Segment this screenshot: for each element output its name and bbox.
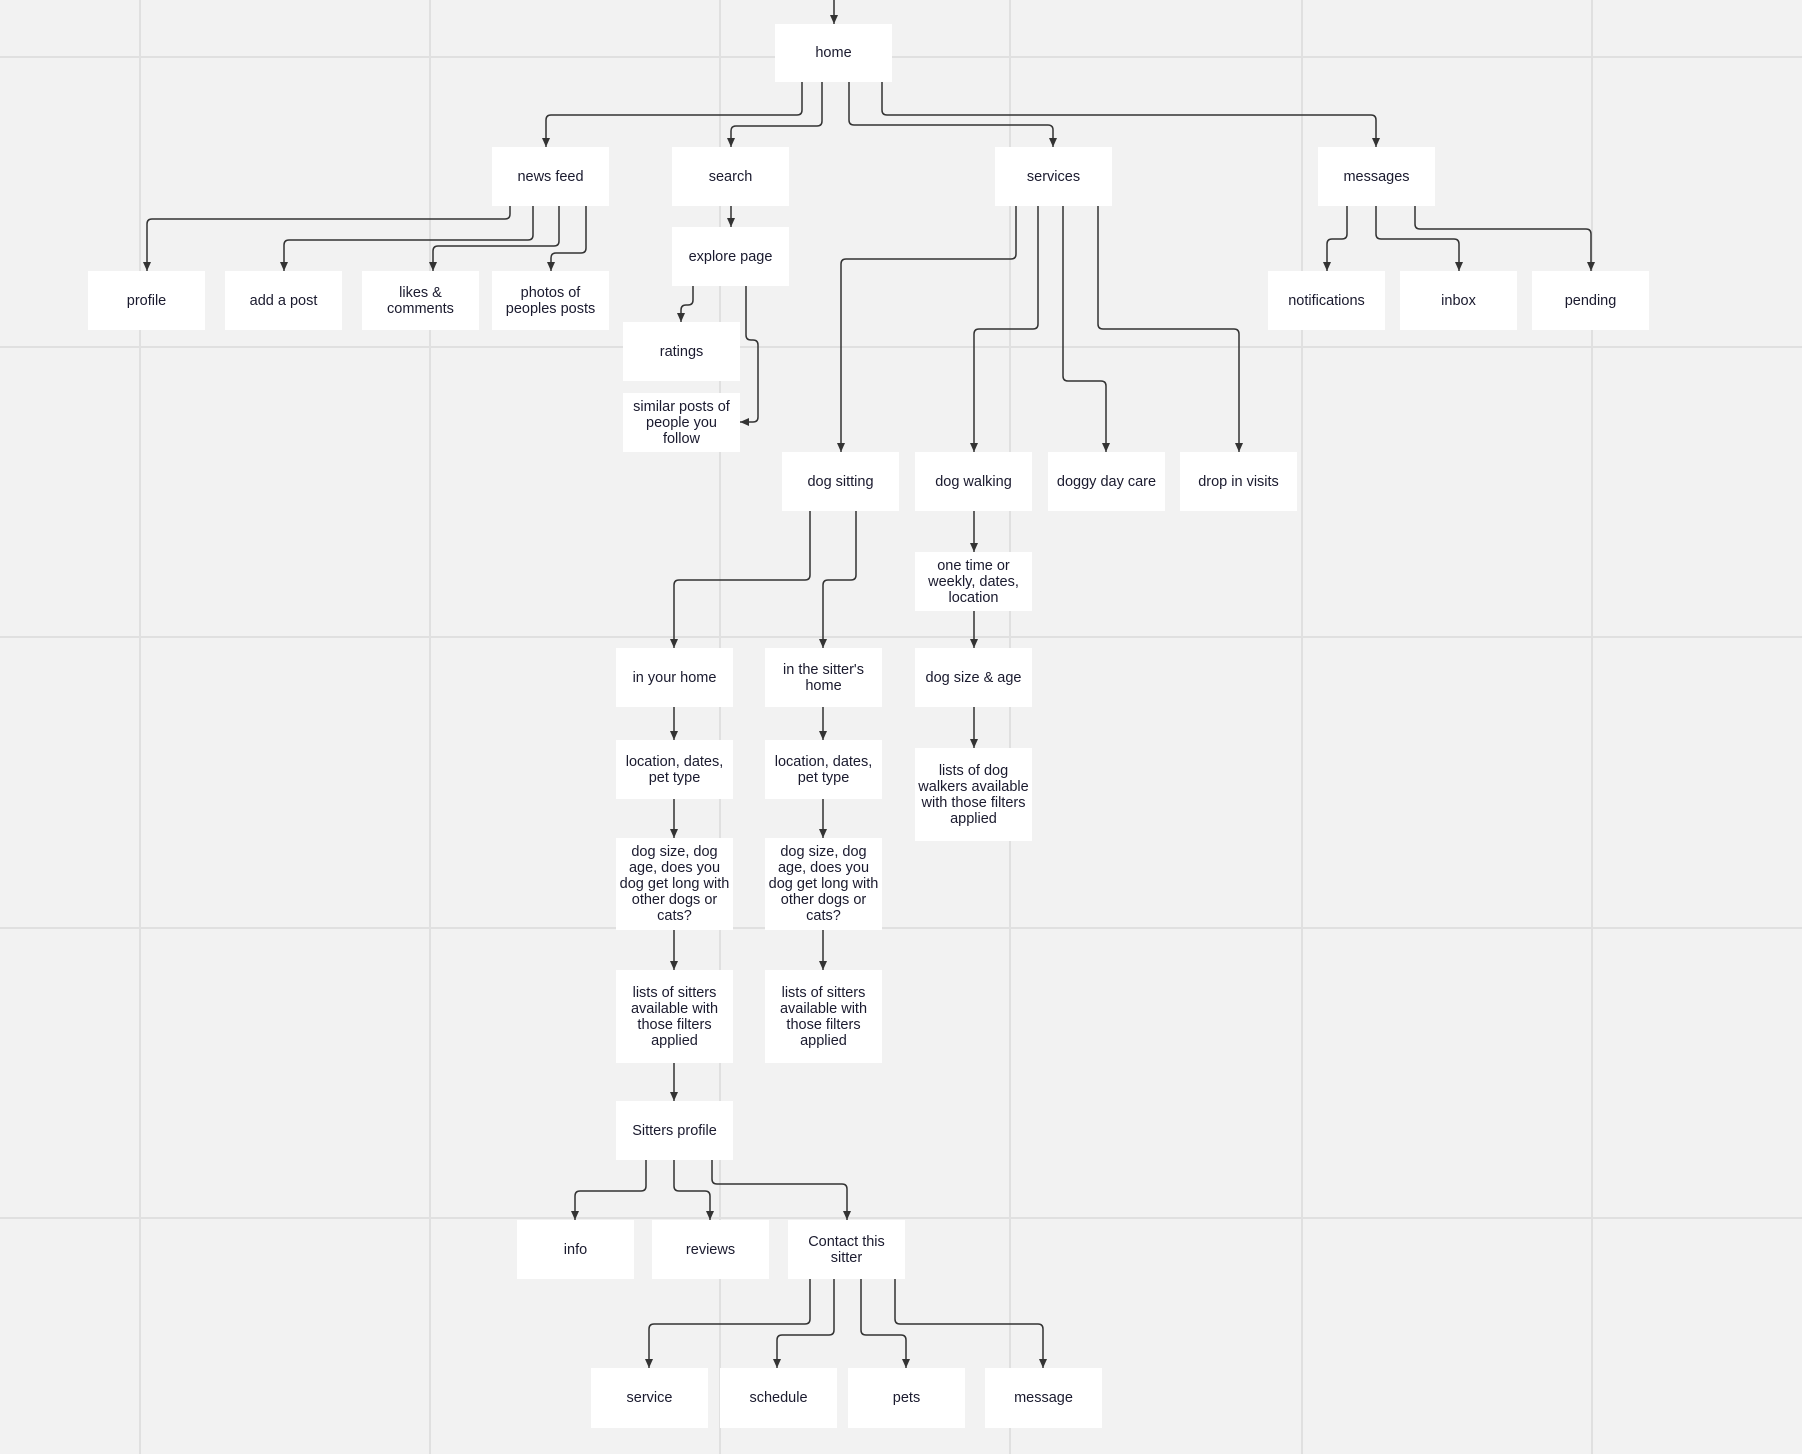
node-explore-page[interactable]: explore page bbox=[672, 227, 789, 286]
edge-profile-contact bbox=[711, 1160, 851, 1220]
node-search[interactable]: search bbox=[672, 147, 789, 206]
edge-news-profile bbox=[143, 206, 511, 271]
edge-messages-notifications bbox=[1323, 206, 1348, 271]
edge-messages-pending bbox=[1414, 206, 1595, 271]
node-add-a-post[interactable]: add a post bbox=[225, 271, 342, 330]
node-notifications[interactable]: notifications bbox=[1268, 271, 1385, 330]
node-photos-of-peoples-posts[interactable]: photos of peoples posts bbox=[492, 271, 609, 330]
edge-news-likes bbox=[429, 206, 560, 271]
node-walk-dog-size-age[interactable]: dog size & age bbox=[915, 648, 1032, 707]
node-sh-location[interactable]: location, dates, pet type bbox=[765, 740, 882, 799]
node-yh-list[interactable]: lists of sitters available with those fi… bbox=[616, 970, 733, 1063]
edge-home-services bbox=[848, 82, 1057, 147]
edge-services-dog-sitting bbox=[837, 206, 1017, 452]
edge-contact-pets bbox=[860, 1279, 910, 1368]
node-pets[interactable]: pets bbox=[848, 1368, 965, 1428]
node-yh-dog-questions[interactable]: dog size, dog age, does you dog get long… bbox=[616, 838, 733, 930]
edge-news-photos bbox=[547, 206, 587, 271]
node-messages[interactable]: messages bbox=[1318, 147, 1435, 206]
node-service[interactable]: service bbox=[591, 1368, 708, 1428]
node-message[interactable]: message bbox=[985, 1368, 1102, 1428]
node-walk-list[interactable]: lists of dog walkers available with thos… bbox=[915, 748, 1032, 841]
node-sitters-profile[interactable]: Sitters profile bbox=[616, 1101, 733, 1160]
edge-explore-ratings bbox=[677, 286, 694, 322]
edge-home-messages bbox=[881, 82, 1380, 147]
node-sh-dog-questions[interactable]: dog size, dog age, does you dog get long… bbox=[765, 838, 882, 930]
node-pending[interactable]: pending bbox=[1532, 271, 1649, 330]
edge-home-news-feed bbox=[542, 82, 803, 147]
edge-home-search bbox=[727, 82, 823, 147]
edge-services-dog-walking bbox=[970, 206, 1039, 452]
edge-messages-inbox bbox=[1375, 206, 1463, 271]
edge-sitting-sitters-home bbox=[819, 511, 857, 648]
node-inbox[interactable]: inbox bbox=[1400, 271, 1517, 330]
edge-services-drop-in bbox=[1097, 206, 1243, 452]
node-dog-walking[interactable]: dog walking bbox=[915, 452, 1032, 511]
node-ratings[interactable]: ratings bbox=[623, 322, 740, 381]
edge-profile-info bbox=[571, 1160, 647, 1220]
node-home[interactable]: home bbox=[775, 24, 892, 82]
edge-sitting-your-home bbox=[670, 511, 811, 648]
edge-contact-schedule bbox=[773, 1279, 835, 1368]
node-similar-posts[interactable]: similar posts of people you follow bbox=[623, 393, 740, 452]
node-dog-sitting[interactable]: dog sitting bbox=[782, 452, 899, 511]
node-yh-location[interactable]: location, dates, pet type bbox=[616, 740, 733, 799]
edge-explore-similar bbox=[740, 286, 759, 426]
node-info[interactable]: info bbox=[517, 1220, 634, 1279]
edge-profile-reviews bbox=[673, 1160, 714, 1220]
node-news-feed[interactable]: news feed bbox=[492, 147, 609, 206]
node-contact-this-sitter[interactable]: Contact this sitter bbox=[788, 1220, 905, 1279]
node-sh-list[interactable]: lists of sitters available with those fi… bbox=[765, 970, 882, 1063]
edge-news-add-post bbox=[280, 206, 534, 271]
edge-services-day-care bbox=[1062, 206, 1110, 452]
node-reviews[interactable]: reviews bbox=[652, 1220, 769, 1279]
node-drop-in-visits[interactable]: drop in visits bbox=[1180, 452, 1297, 511]
edge-contact-service bbox=[645, 1279, 811, 1368]
node-schedule[interactable]: schedule bbox=[720, 1368, 837, 1428]
node-in-your-home[interactable]: in your home bbox=[616, 648, 733, 707]
node-doggy-day-care[interactable]: doggy day care bbox=[1048, 452, 1165, 511]
node-walk-schedule[interactable]: one time or weekly, dates, location bbox=[915, 552, 1032, 611]
node-in-sitters-home[interactable]: in the sitter's home bbox=[765, 648, 882, 707]
node-services[interactable]: services bbox=[995, 147, 1112, 206]
edge-contact-message bbox=[894, 1279, 1047, 1368]
node-profile[interactable]: profile bbox=[88, 271, 205, 330]
node-likes-comments[interactable]: likes & comments bbox=[362, 271, 479, 330]
